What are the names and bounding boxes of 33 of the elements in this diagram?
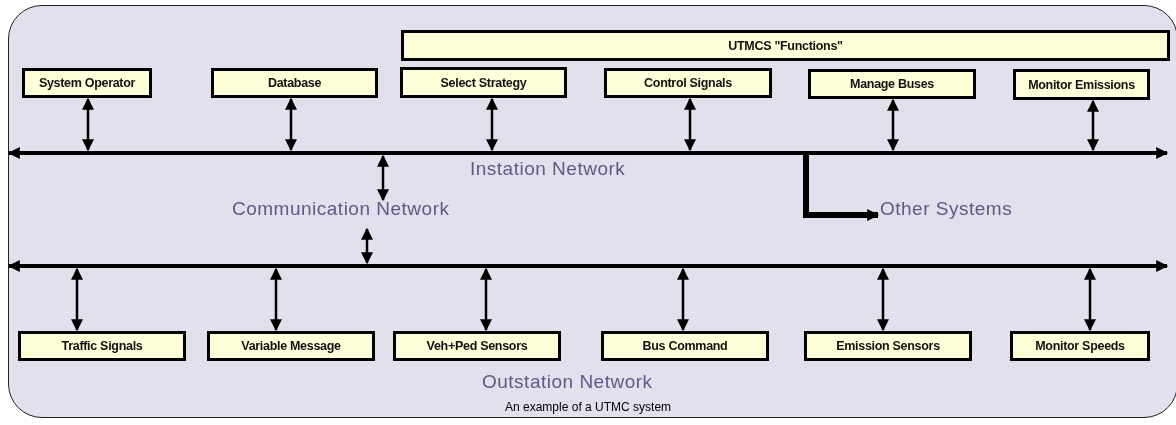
arrow <box>71 267 83 332</box>
network-label: Instation Network <box>470 158 626 180</box>
caption: An example of a UTMC system <box>505 400 672 414</box>
function-box: System Operator <box>22 68 152 98</box>
function-box: Bus Command <box>601 331 769 361</box>
arrow <box>684 97 696 152</box>
function-box: Variable Message <box>207 331 375 361</box>
arrow <box>803 155 880 221</box>
function-box: Emission Sensors <box>804 331 972 361</box>
function-box: Select Strategy <box>400 67 567 98</box>
function-box: Control Signals <box>604 68 772 98</box>
arrow <box>887 98 899 152</box>
network-label: Other Systems <box>880 198 1013 220</box>
arrow <box>677 267 689 332</box>
function-box: Monitor Emissions <box>1013 69 1150 100</box>
network-label: Communication Network <box>232 198 450 220</box>
arrow <box>377 154 389 202</box>
function-box: Monitor Speeds <box>1010 331 1150 361</box>
arrow <box>361 227 373 265</box>
arrow <box>1087 99 1099 152</box>
arrow <box>285 97 297 152</box>
arrow <box>82 97 94 152</box>
arrow <box>877 267 889 332</box>
network-label: Outstation Network <box>482 371 653 393</box>
arrow <box>480 267 492 332</box>
function-box: Veh+Ped Sensors <box>393 331 561 361</box>
function-box: Traffic Signals <box>18 331 186 361</box>
function-box: Manage Buses <box>808 69 976 99</box>
arrow <box>1084 267 1096 332</box>
function-box: Database <box>211 68 378 98</box>
function-band: UTMCS "Functions" <box>401 30 1170 61</box>
arrow <box>270 267 282 332</box>
arrow <box>486 97 498 152</box>
